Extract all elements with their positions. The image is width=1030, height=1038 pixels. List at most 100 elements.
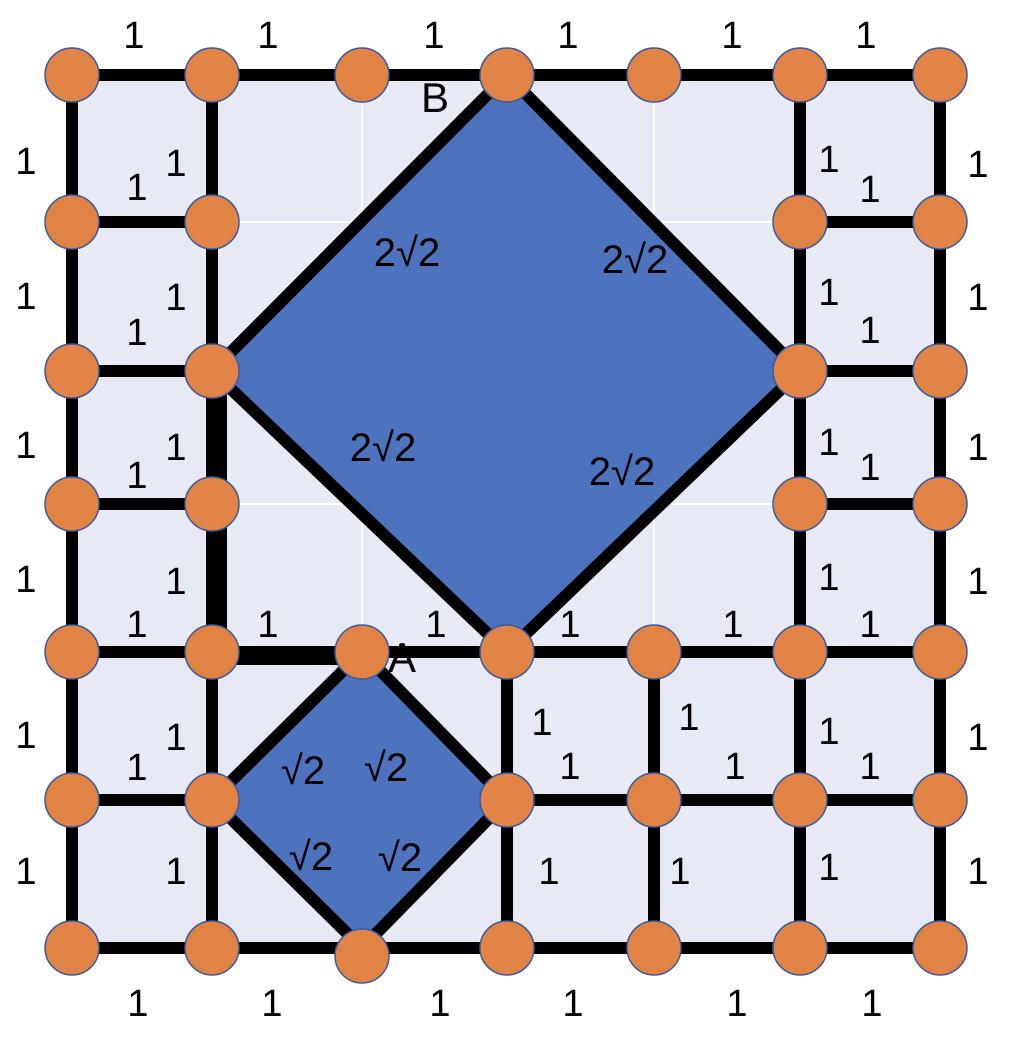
unit-label-top: 1 [423, 15, 444, 57]
grid-node [772, 47, 828, 103]
grid-node [772, 194, 828, 250]
unit-label-left: 1 [15, 851, 36, 893]
point-label-a: A [388, 634, 416, 681]
unit-label-rung: 1 [126, 455, 147, 497]
unit-label-top: 1 [557, 15, 578, 57]
unit-label-rung: 1 [859, 169, 880, 211]
grid-node [479, 920, 535, 976]
unit-label-bottom: 1 [127, 983, 148, 1025]
unit-label-middle: 1 [531, 702, 552, 744]
unit-label-inner: 1 [818, 422, 839, 464]
grid-node [912, 772, 968, 828]
grid-node [912, 624, 968, 680]
unit-label-rung: 1 [126, 167, 147, 209]
grid-node [334, 47, 390, 103]
unit-label-middle: 1 [678, 697, 699, 739]
small-side-label: √2 [378, 836, 422, 880]
large-square-side [502, 70, 805, 376]
grid-node [772, 920, 828, 976]
grid-node [912, 476, 968, 532]
unit-label-left: 1 [15, 141, 36, 183]
unit-label-middle: 1 [538, 851, 559, 893]
unit-label-inner: 1 [165, 277, 186, 319]
unit-label-rung: 1 [859, 310, 880, 352]
large-side-label: 2√2 [602, 238, 668, 282]
unit-label-bottom: 1 [861, 983, 882, 1025]
unit-label-inner: 1 [165, 851, 186, 893]
grid-node [184, 47, 240, 103]
unit-label-inner: 1 [818, 711, 839, 753]
unit-label-inner: 1 [818, 139, 839, 181]
grid-node [626, 772, 682, 828]
grid-node [184, 343, 240, 399]
grid-node [626, 47, 682, 103]
grid-node [184, 920, 240, 976]
unit-label-inner: 1 [818, 557, 839, 599]
unit-label-top: 1 [721, 15, 742, 57]
unit-label-top: 1 [257, 15, 278, 57]
unit-label-middle: 1 [722, 604, 743, 646]
unit-label-rung: 1 [126, 604, 147, 646]
unit-label-right: 1 [967, 717, 988, 759]
unit-label-left: 1 [15, 276, 36, 318]
large-square-side [502, 366, 805, 657]
unit-label-rung: 1 [859, 746, 880, 788]
unit-label-inner: 1 [165, 717, 186, 759]
grid-node [912, 47, 968, 103]
unit-label-right: 1 [967, 561, 988, 603]
unit-label-inner: 1 [818, 847, 839, 889]
unit-label-bottom: 1 [726, 983, 747, 1025]
point-label-b: B [421, 74, 449, 121]
small-square-side [357, 795, 512, 953]
small-square-side [357, 647, 512, 805]
grid-node [44, 194, 100, 250]
unit-label-left: 1 [15, 715, 36, 757]
unit-label-inner: 1 [818, 272, 839, 314]
grid-node [44, 476, 100, 532]
unit-label-rung: 1 [126, 747, 147, 789]
unit-label-middle: 1 [559, 604, 580, 646]
unit-label-middle: 1 [425, 604, 446, 646]
small-side-label: √2 [364, 746, 408, 790]
small-square-side [207, 647, 367, 805]
large-side-label: 2√2 [374, 231, 440, 275]
unit-label-inner: 1 [165, 143, 186, 185]
unit-label-bottom: 1 [261, 983, 282, 1025]
unit-label-middle: 1 [559, 746, 580, 788]
grid-node [912, 920, 968, 976]
small-square-side [207, 795, 367, 953]
grid-node [772, 343, 828, 399]
grid-node [626, 624, 682, 680]
unit-label-rung: 1 [859, 604, 880, 646]
grid-node [772, 476, 828, 532]
unit-label-left: 1 [15, 559, 36, 601]
unit-label-right: 1 [967, 277, 988, 319]
unit-label-right: 1 [967, 144, 988, 186]
grid-node [626, 920, 682, 976]
unit-label-middle: 1 [669, 851, 690, 893]
large-square-side [207, 70, 512, 376]
small-side-label: √2 [281, 749, 325, 793]
grid-node [184, 194, 240, 250]
unit-label-top: 1 [855, 15, 876, 57]
grid-node [44, 47, 100, 103]
grid-node [912, 194, 968, 250]
unit-label-rung: 1 [859, 447, 880, 489]
unit-label-middle: 1 [257, 604, 278, 646]
grid-node [44, 343, 100, 399]
unit-label-top: 1 [123, 15, 144, 57]
grid-node [912, 343, 968, 399]
grid-node [334, 928, 390, 984]
unit-label-left: 1 [15, 425, 36, 467]
grid-node [184, 476, 240, 532]
large-side-label: 2√2 [589, 450, 655, 494]
unit-label-inner: 1 [165, 427, 186, 469]
unit-label-bottom: 1 [562, 983, 583, 1025]
grid-node [44, 920, 100, 976]
unit-label-inner: 1 [165, 561, 186, 603]
grid-node [44, 624, 100, 680]
small-side-label: √2 [289, 835, 333, 879]
grid-node [479, 772, 535, 828]
